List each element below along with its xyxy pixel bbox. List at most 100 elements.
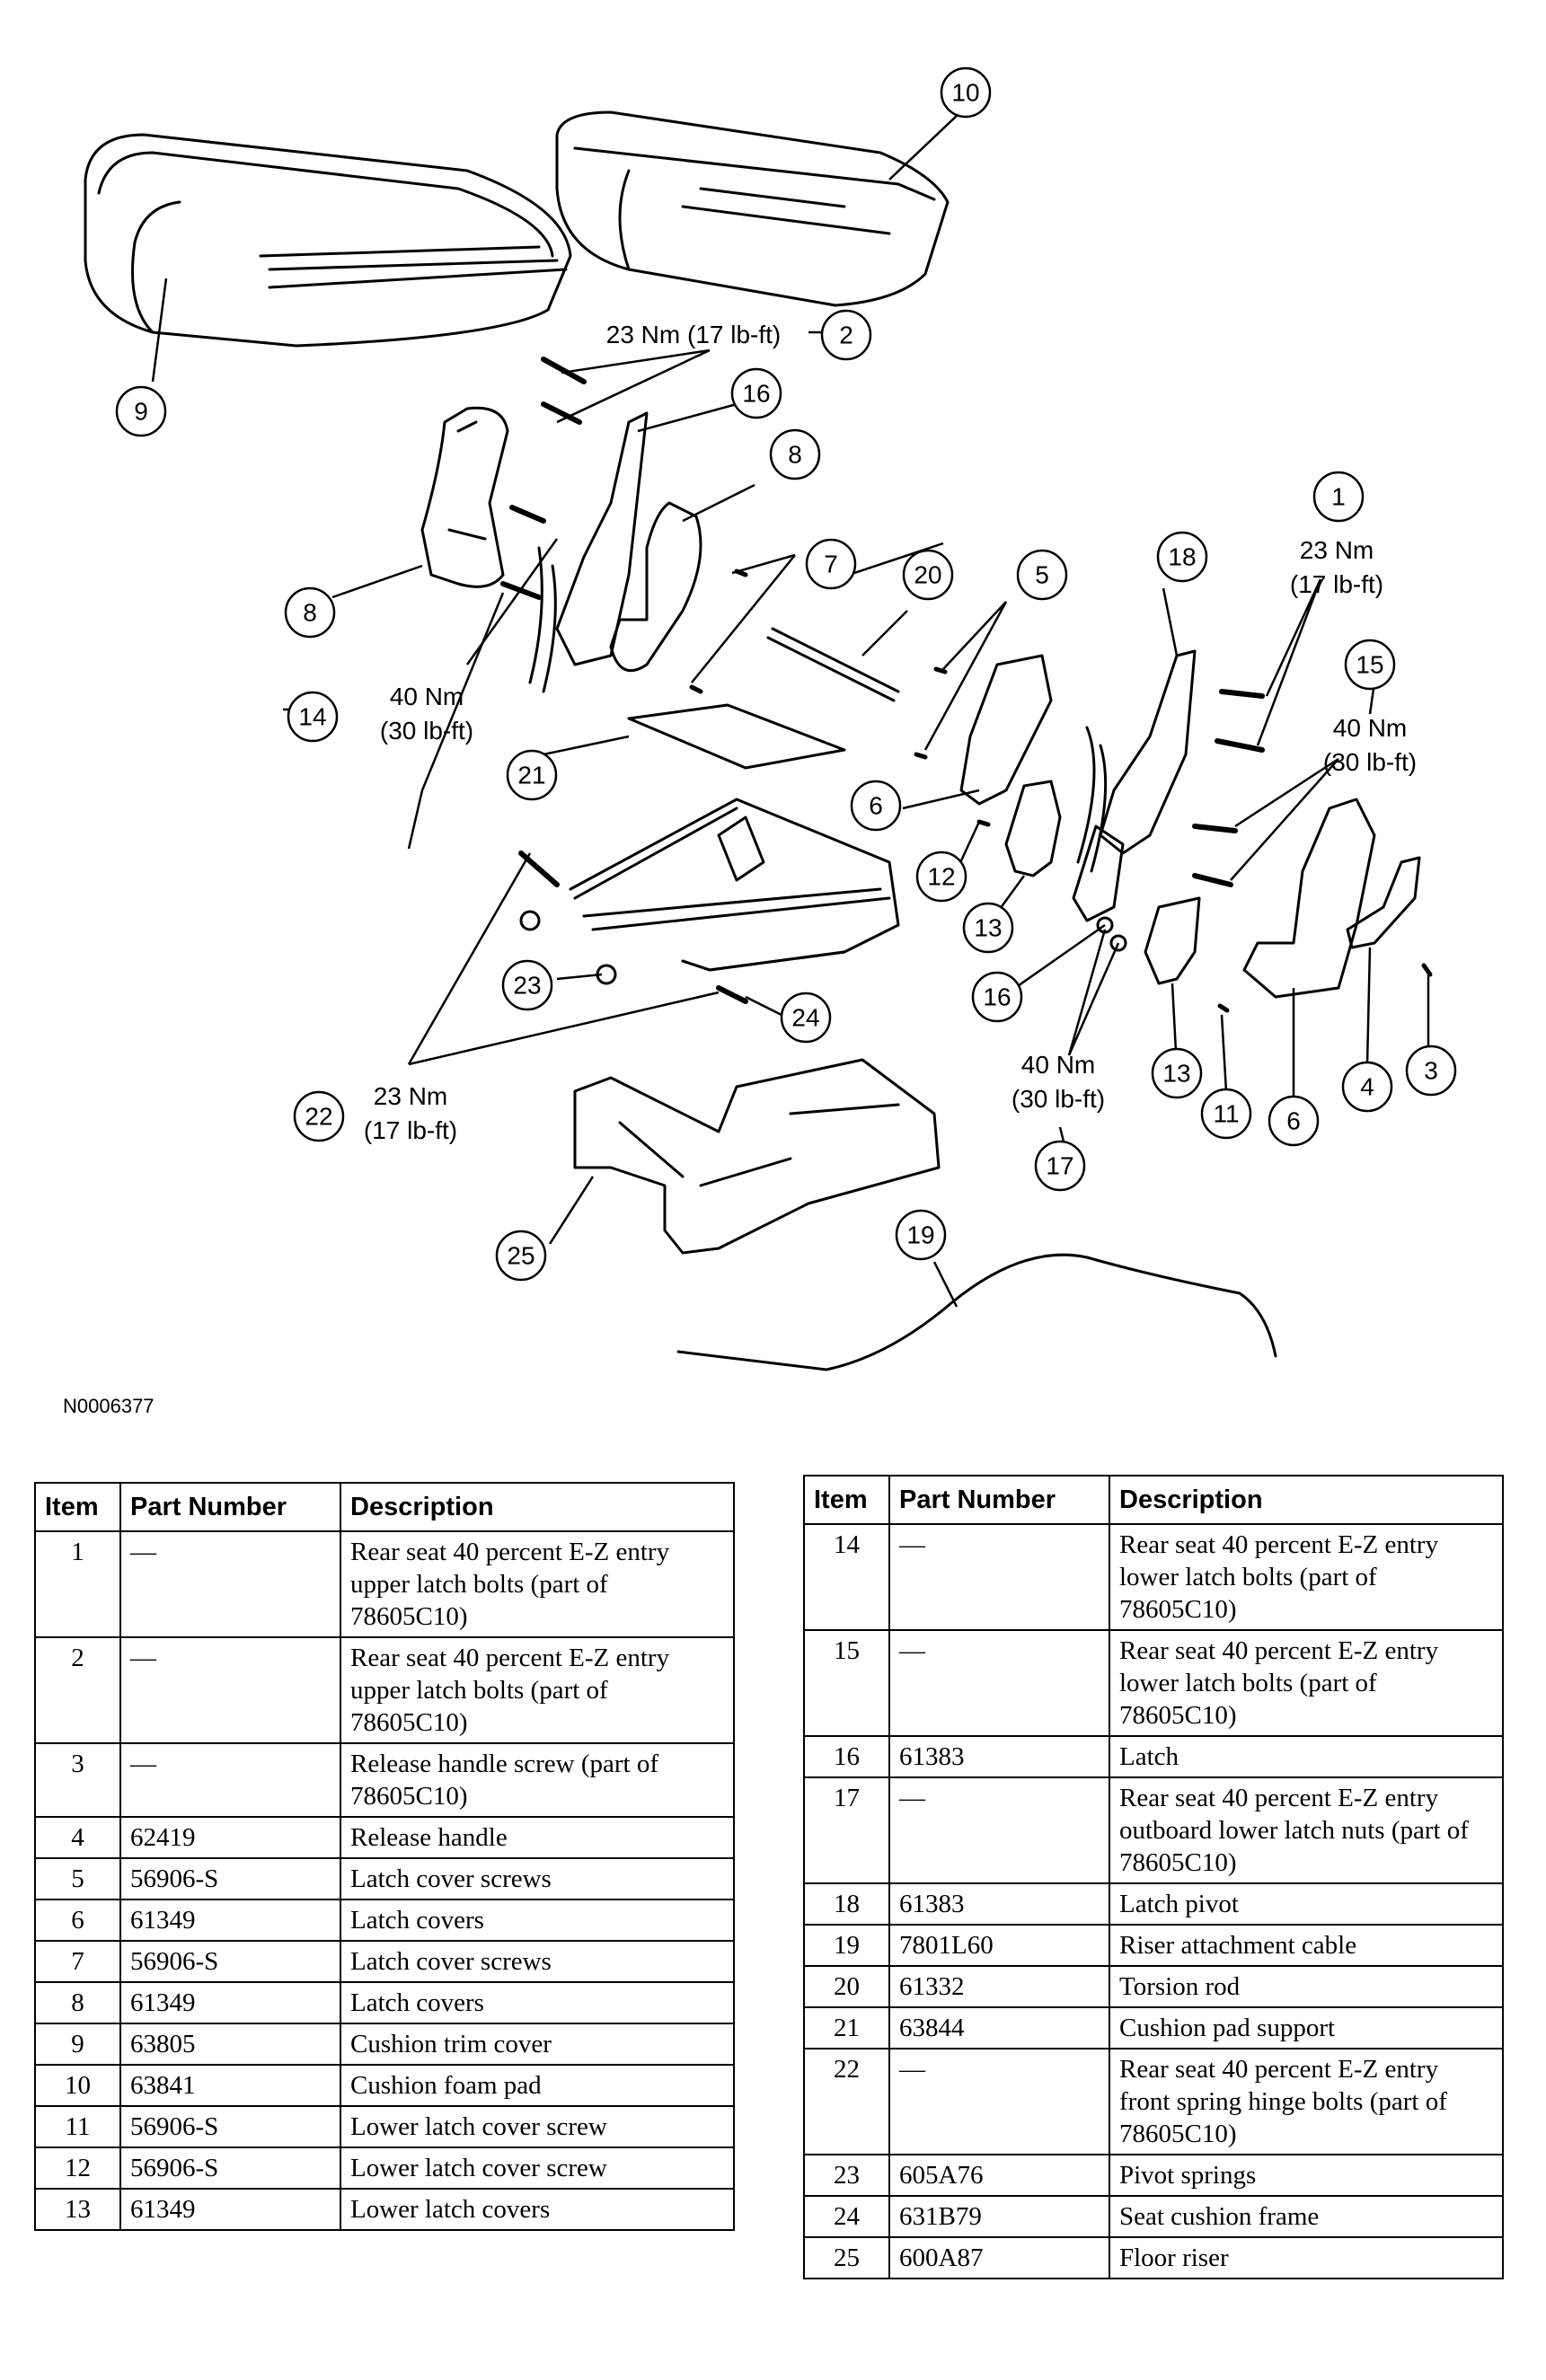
part-number-cell: 63841 [119, 2064, 341, 2107]
description-cell: Riser attachment cable [1109, 1924, 1504, 1967]
description-cell: Release handle [340, 1816, 735, 1859]
header-part-number: Part Number [888, 1475, 1110, 1525]
torque-label-1-lbft: (17 lb-ft) [1290, 570, 1383, 598]
callout-13-lower: 13 [1162, 1060, 1190, 1088]
part-number-cell: 61349 [119, 2188, 341, 2231]
callout-12: 12 [927, 863, 955, 891]
part-number-cell: — [888, 2048, 1110, 2155]
description-cell: Latch covers [340, 1899, 735, 1942]
item-cell: 15 [803, 1629, 890, 1737]
callout-1: 1 [1331, 483, 1346, 511]
callout-11: 11 [1213, 1100, 1239, 1128]
callout-6-upper: 6 [869, 792, 883, 820]
callout-16-lower: 16 [983, 983, 1011, 1011]
callout-8-left: 8 [303, 599, 317, 627]
description-cell: Pivot springs [1109, 2154, 1504, 2197]
item-cell: 23 [803, 2154, 890, 2197]
header-description: Description [340, 1482, 735, 1532]
part-number-cell: 61349 [119, 1981, 341, 2024]
part-number-cell: 56906-S [119, 1857, 341, 1900]
item-cell: 10 [34, 2064, 121, 2107]
description-cell: Lower latch cover screw [340, 2146, 735, 2190]
parts-table-right: Item Part Number Description 14—Rear sea… [803, 1475, 1504, 2279]
callout-18: 18 [1168, 543, 1196, 571]
callout-24: 24 [791, 1004, 819, 1032]
header-item: Item [34, 1482, 121, 1532]
callout-17: 17 [1046, 1152, 1073, 1180]
torque-label-17-lbft: (30 lb-ft) [1012, 1085, 1105, 1113]
callout-14: 14 [298, 703, 326, 731]
item-cell: 2 [34, 1636, 121, 1744]
description-cell: Seat cushion frame [1109, 2195, 1504, 2238]
description-cell: Floor riser [1109, 2236, 1504, 2279]
header-part-number: Part Number [119, 1482, 341, 1532]
description-cell: Latch [1109, 1735, 1504, 1778]
torque-label-15-nm: 40 Nm [1333, 714, 1407, 742]
cushion-pad-support-part [627, 703, 846, 770]
torque-label-15-lbft: (30 lb-ft) [1323, 748, 1417, 776]
parts-table-left: Item Part Number Description 1—Rear seat… [34, 1482, 735, 2231]
cushion-trim-cover-part [84, 133, 572, 348]
part-number-cell: 56906-S [119, 2105, 341, 2148]
latch-nuts-part [1096, 916, 1127, 952]
description-cell: Rear seat 40 percent E-Z entry lower lat… [1109, 1523, 1504, 1631]
callout-21: 21 [517, 762, 545, 789]
table-row: 22—Rear seat 40 percent E-Z entry front … [803, 2048, 1504, 2155]
release-handle-part [1346, 856, 1421, 949]
callout-5: 5 [1035, 561, 1049, 589]
item-cell: 4 [34, 1816, 121, 1859]
callout-3: 3 [1424, 1057, 1438, 1085]
description-cell: Rear seat 40 percent E-Z entry outboard … [1109, 1776, 1504, 1884]
description-cell: Latch cover screws [340, 1940, 735, 1983]
callout-4: 4 [1360, 1073, 1374, 1101]
item-cell: 19 [803, 1924, 890, 1967]
callout-15: 15 [1356, 651, 1383, 679]
part-number-cell: 56906-S [119, 2146, 341, 2190]
callout-10: 10 [951, 79, 979, 107]
part-number-cell: 605A76 [888, 2154, 1110, 2197]
description-cell: Rear seat 40 percent E-Z entry upper lat… [340, 1636, 735, 1744]
item-cell: 9 [34, 2023, 121, 2066]
part-number-cell: 63844 [888, 2006, 1110, 2049]
part-number-cell: 61332 [888, 1965, 1110, 2008]
exploded-parts-diagram: 10 2 9 16 8 7 20 5 18 1 15 8 14 21 6 12 … [84, 66, 1457, 1371]
description-cell: Cushion foam pad [340, 2064, 735, 2107]
part-number-cell: 7801L60 [888, 1924, 1110, 1967]
torque-label-17-nm: 40 Nm [1021, 1051, 1095, 1079]
part-number-cell: 56906-S [119, 1940, 341, 1983]
table-header-row: Item Part Number Description [803, 1475, 1504, 1525]
callout-23: 23 [513, 972, 541, 1000]
callout-9: 9 [134, 398, 148, 426]
item-cell: 12 [34, 2146, 121, 2190]
callout-22: 22 [305, 1103, 332, 1131]
torque-label-14-nm: 40 Nm [390, 683, 464, 710]
table-row: 3—Release handle screw (part of 78605C10… [34, 1742, 735, 1818]
part-number-cell: 600A87 [888, 2236, 1110, 2279]
callout-2: 2 [839, 322, 853, 349]
table-row: 1—Rear seat 40 percent E-Z entry upper l… [34, 1530, 735, 1638]
item-cell: 18 [803, 1882, 890, 1926]
torque-label-22-nm: 23 Nm [374, 1082, 447, 1110]
item-cell: 11 [34, 2105, 121, 2148]
description-cell: Lower latch covers [340, 2188, 735, 2231]
part-number-cell: — [119, 1742, 341, 1818]
latch-right-part [1072, 824, 1125, 922]
item-cell: 3 [34, 1742, 121, 1818]
table-row: 2—Rear seat 40 percent E-Z entry upper l… [34, 1636, 735, 1744]
latch-cover-lower-right-part [1242, 798, 1376, 999]
figure-id: N0006377 [63, 1395, 155, 1417]
